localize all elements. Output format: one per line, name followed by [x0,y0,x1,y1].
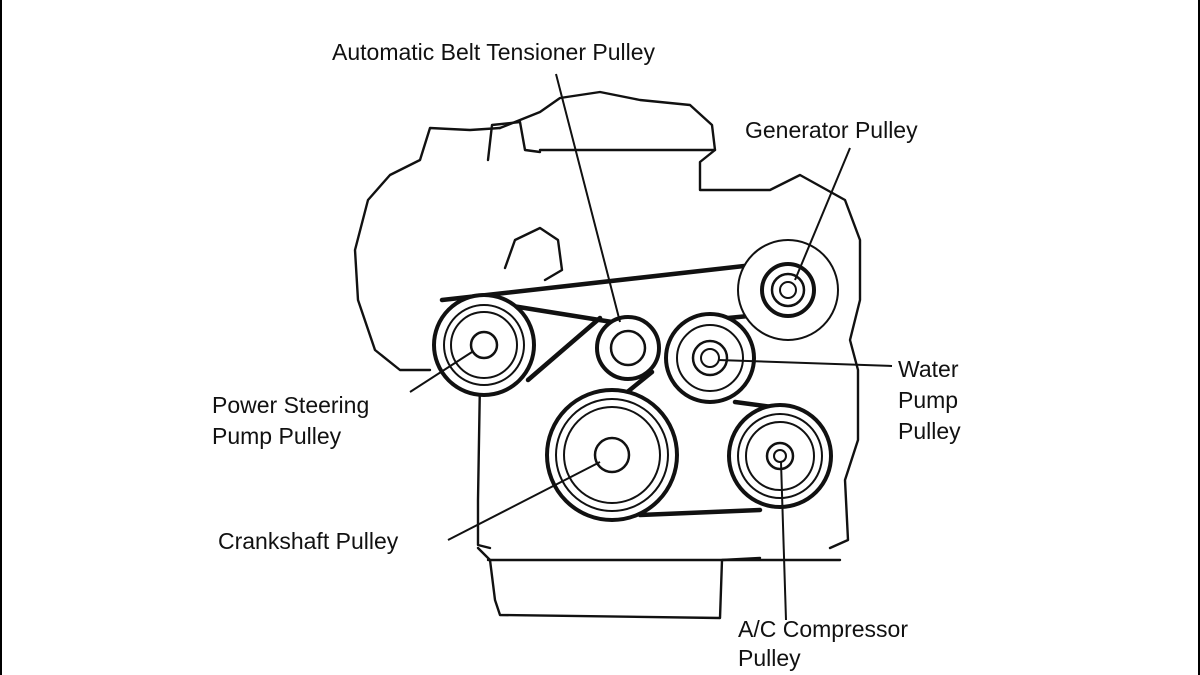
ac-compressor-leader [780,461,787,621]
label-ac-compressor-pulley: A/C Compressor Pulley [738,616,914,671]
generator-leader [794,147,851,281]
water-pump-leader [717,359,893,367]
tensioner-leader [555,73,621,323]
label-generator-pulley: Generator Pulley [745,117,918,143]
power-steering-leader [409,351,473,393]
automatic-belt-tensioner-pulley [595,315,661,381]
power-steering-pump-pulley [432,293,536,397]
crankshaft-leader [447,461,601,541]
label-crankshaft-pulley: Crankshaft Pulley [218,528,399,554]
water-pump-pulley [664,312,756,404]
label-power-steering-pump-pulley: Power Steering Pump Pulley [212,392,376,449]
ac-compressor-pulley [727,403,833,509]
label-automatic-belt-tensioner: Automatic Belt Tensioner Pulley [332,39,656,65]
label-water-pump-pulley: Water Pump Pulley [898,356,965,444]
engine-outline [353,90,862,620]
generator-pulley [737,239,839,341]
crankshaft-pulley [545,388,679,522]
